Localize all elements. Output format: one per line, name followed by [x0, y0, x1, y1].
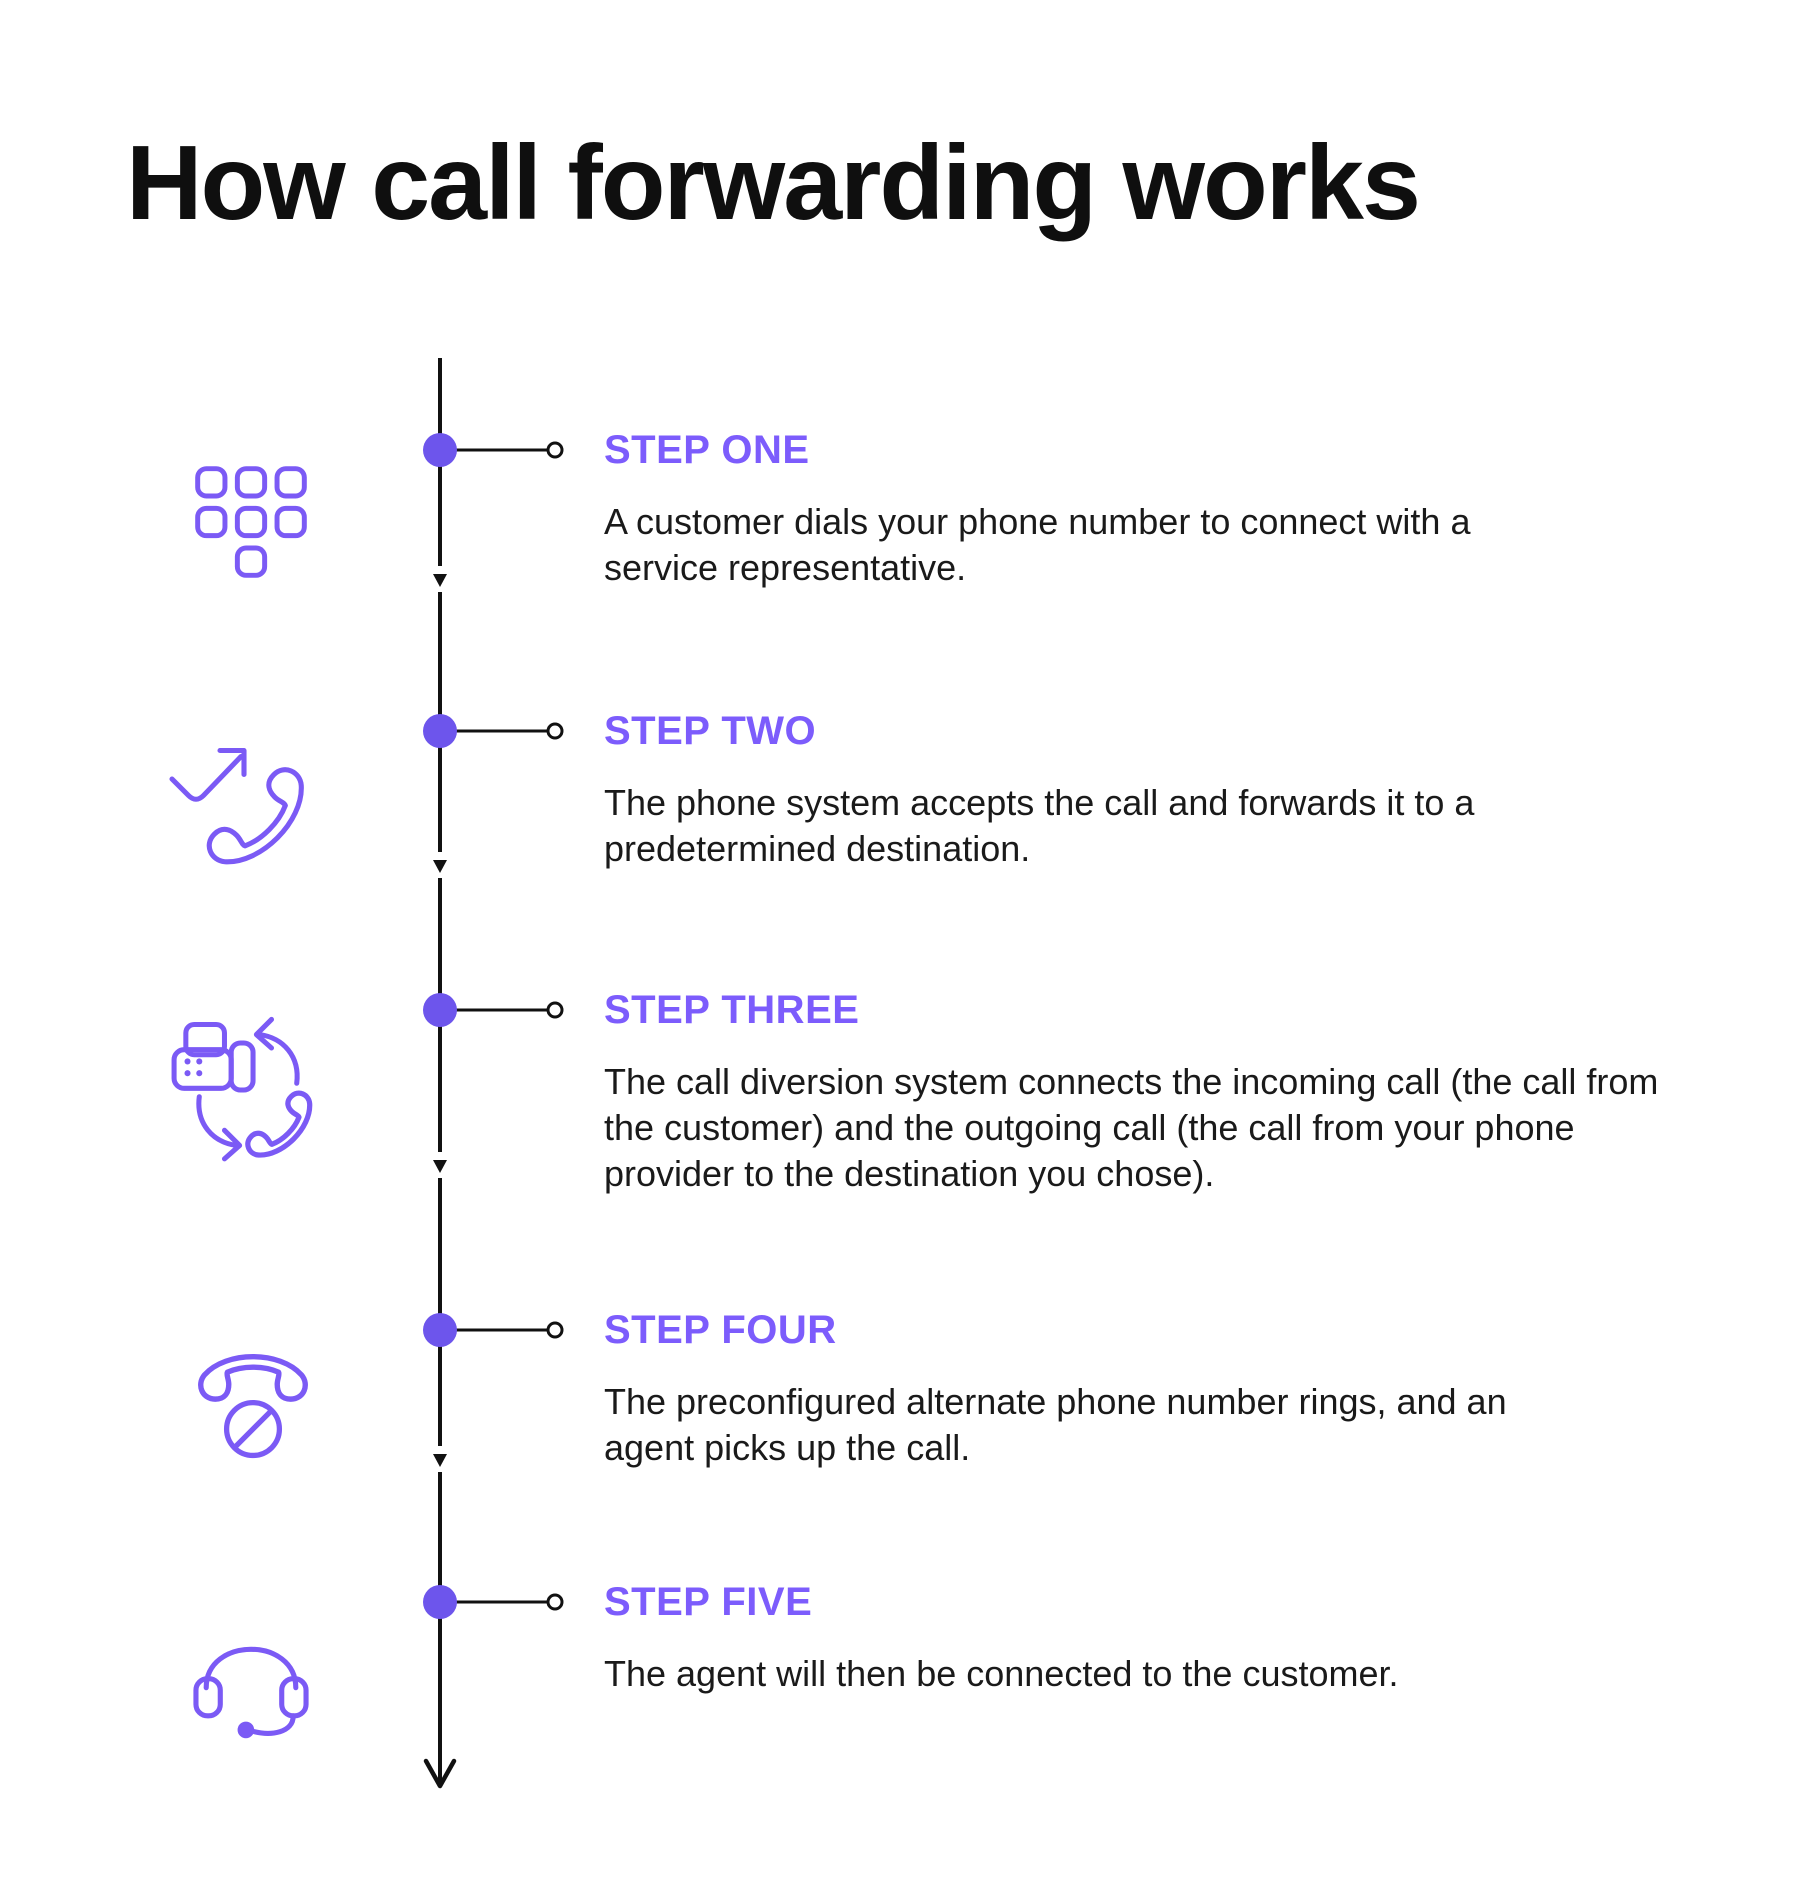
fax-top [183, 1021, 227, 1058]
timeline-dots [423, 433, 457, 1619]
curved-arrow-right [196, 1094, 239, 1148]
forward-arrow-head [217, 747, 247, 778]
timeline-dot [423, 993, 457, 1027]
timeline [423, 358, 564, 1789]
step-label: STEP THREE [604, 988, 860, 1032]
connector-circle [546, 722, 564, 740]
step-description: The call diversion system connects the i… [604, 1061, 1659, 1194]
mic-tip [237, 1721, 255, 1739]
telephone-icon [198, 1354, 308, 1459]
step-three: STEP THREE The call diversion system con… [604, 983, 1684, 1197]
step-description: The preconfigured alternate phone number… [604, 1381, 1507, 1468]
phone-handset [206, 767, 304, 865]
headband [203, 1646, 299, 1691]
fax-handset [228, 1040, 256, 1093]
step-label: STEP TWO [604, 709, 817, 753]
arrow-down-icon [433, 860, 447, 873]
step-label: STEP FOUR [604, 1308, 837, 1352]
page-title: How call forwarding works [126, 124, 1421, 242]
arrow-down-icon [433, 574, 447, 587]
timeline-dot [423, 1585, 457, 1619]
curved-arrow-left [257, 1032, 300, 1086]
mic-boom [249, 1713, 296, 1736]
timeline-dot [423, 1313, 457, 1347]
ear-cup-left [193, 1676, 223, 1719]
timeline-dot [423, 433, 457, 467]
step-four: STEP FOUR The preconfigured alternate ph… [604, 1303, 1524, 1471]
timeline-mid-arrows [432, 566, 448, 1472]
step-description: The agent will then be connected to the … [604, 1653, 1399, 1694]
step-two: STEP TWO The phone system accepts the ca… [604, 704, 1534, 872]
dial-pad-icon [195, 466, 307, 578]
arrow-down-icon [433, 1160, 447, 1173]
timeline-connectors [440, 441, 564, 1611]
dial-slash [233, 1409, 273, 1449]
connector-circle [546, 1593, 564, 1611]
timeline-dot [423, 714, 457, 748]
connector-circle [546, 441, 564, 459]
dial-circle [223, 1400, 283, 1459]
phone-handset [198, 1354, 308, 1402]
call-diversion-icon [171, 1016, 313, 1162]
call-forward-icon [169, 747, 304, 865]
timeline-end-arrow-icon [423, 1758, 457, 1789]
step-label: STEP ONE [604, 428, 810, 472]
step-five: STEP FIVE The agent will then be connect… [604, 1575, 1399, 1697]
step-one: STEP ONE A customer dials your phone num… [604, 423, 1504, 591]
connector-circle [546, 1321, 564, 1339]
step-description: A customer dials your phone number to co… [604, 501, 1471, 588]
phone-handset [245, 1090, 313, 1158]
step-description: The phone system accepts the call and fo… [604, 782, 1475, 869]
arrow-down-icon [433, 1454, 447, 1467]
connector-circle [546, 1001, 564, 1019]
headset-icon [193, 1646, 309, 1739]
step-label: STEP FIVE [604, 1580, 813, 1624]
forward-arrow-shaft [169, 753, 244, 802]
